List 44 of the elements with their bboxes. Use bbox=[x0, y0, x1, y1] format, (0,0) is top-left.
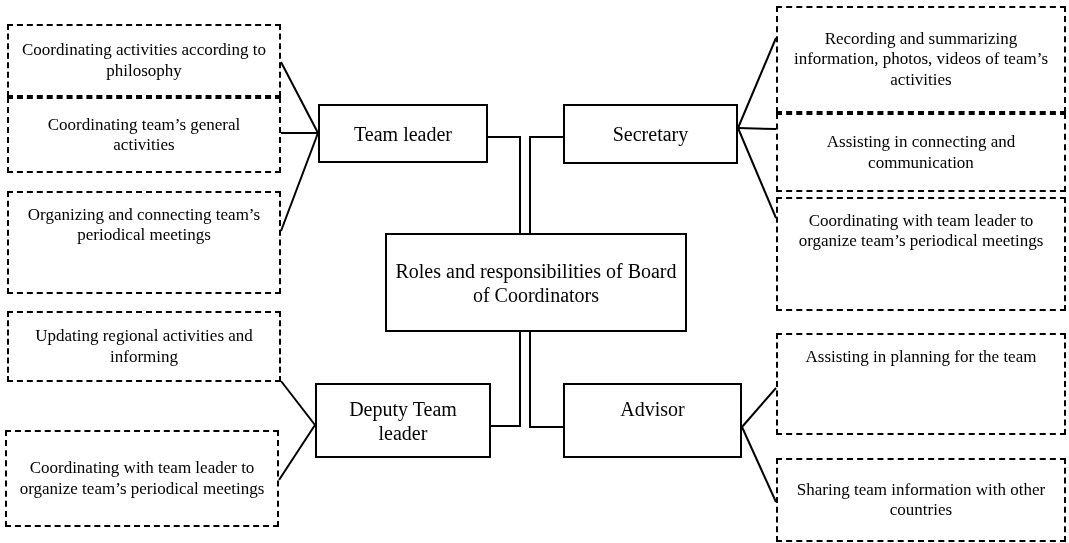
connector-line bbox=[737, 127, 777, 130]
connector-line bbox=[741, 426, 777, 503]
task-box bbox=[776, 6, 1066, 113]
task-box bbox=[7, 24, 281, 97]
task-box bbox=[776, 197, 1066, 311]
task-text: Assisting in planning for the team bbox=[805, 347, 1037, 368]
task-box bbox=[776, 333, 1066, 435]
connector-line bbox=[529, 331, 564, 428]
task-text: Coordinating team’s general activities bbox=[46, 114, 242, 156]
task-box bbox=[5, 430, 279, 527]
connector-line bbox=[278, 424, 316, 481]
role-box bbox=[563, 383, 742, 458]
role-title: Advisor bbox=[620, 397, 685, 421]
task-text: Assisting in connecting and communication bbox=[825, 132, 1017, 173]
task-text: Sharing team information with other countries bbox=[795, 479, 1047, 521]
role-title: Deputy Team leader bbox=[348, 396, 458, 445]
connector-line bbox=[737, 127, 777, 219]
task-text: Coordinating with team leader to organize team’s periodical meetings bbox=[18, 458, 266, 499]
task-box bbox=[776, 113, 1066, 192]
connector-line bbox=[490, 331, 521, 427]
task-box bbox=[7, 191, 281, 294]
role-title: Secretary bbox=[612, 122, 689, 146]
task-text: Updating regional activities and informing bbox=[34, 326, 254, 367]
role-box bbox=[315, 383, 491, 458]
task-text: Coordinating activities according to philosophy bbox=[20, 40, 268, 81]
connector-line bbox=[529, 136, 564, 234]
connector-line bbox=[280, 61, 319, 134]
task-box bbox=[776, 458, 1066, 542]
connector-line bbox=[280, 132, 319, 134]
task-box bbox=[7, 97, 281, 173]
task-box bbox=[7, 311, 281, 382]
central-box bbox=[385, 233, 687, 332]
role-title: Team leader bbox=[354, 121, 452, 146]
central-title: Roles and responsibilities of Board of Coordinators bbox=[394, 258, 678, 307]
connector-line bbox=[737, 37, 777, 129]
connector-line bbox=[280, 132, 319, 232]
role-box bbox=[318, 104, 488, 163]
task-text: Organizing and connecting team’s periodical meetings bbox=[26, 205, 262, 246]
connector-line bbox=[487, 136, 521, 234]
connector-line bbox=[280, 380, 316, 426]
connector-line bbox=[741, 387, 777, 428]
role-box bbox=[563, 104, 738, 164]
task-text: Coordinating with team leader to organize team’s periodical meetings bbox=[797, 211, 1045, 252]
task-text: Recording and summarizing information, photos, videos of team’s activities bbox=[793, 28, 1049, 91]
